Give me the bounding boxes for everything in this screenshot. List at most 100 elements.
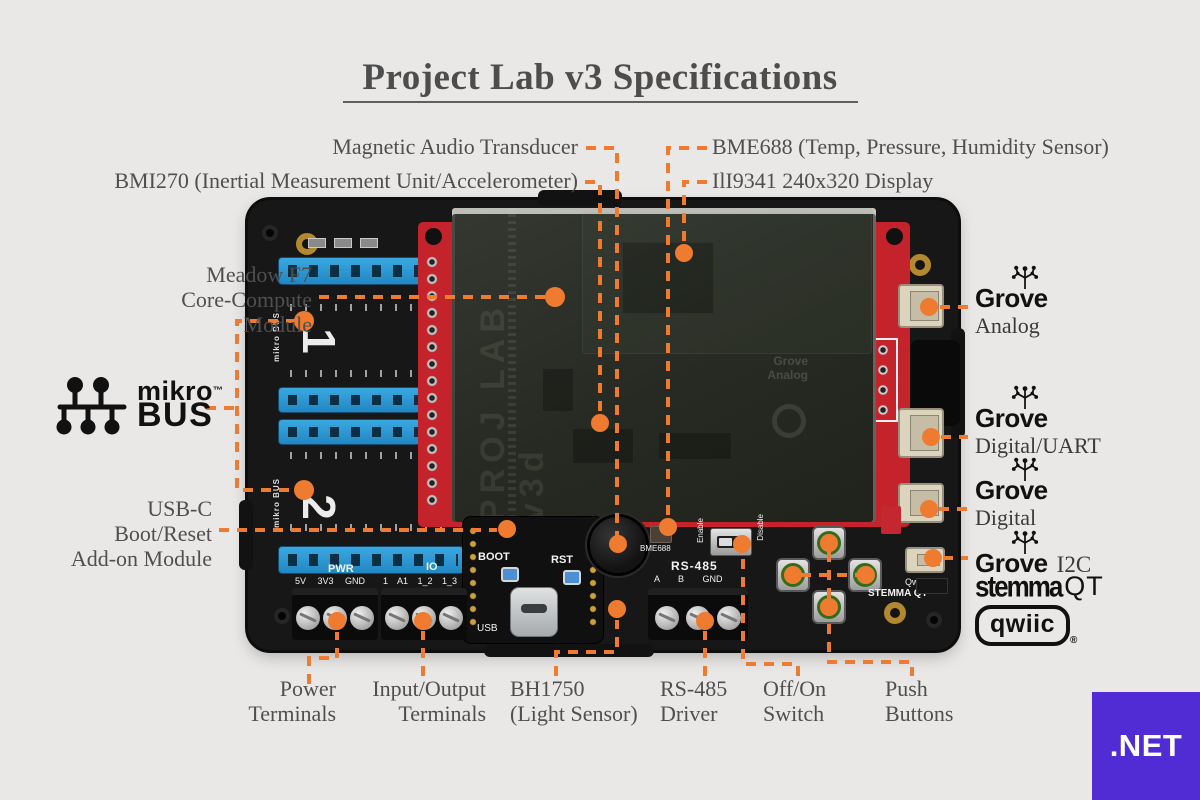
usb-label: USB [477,623,498,634]
grove-analog-connector [898,284,944,328]
terminal-screw [349,605,374,630]
switch-knob [719,538,732,546]
terminal-screw [717,605,742,630]
callout-bme688: BME688 (Temp, Pressure, Humidity Sensor) [712,134,1109,159]
boot-button [501,567,519,582]
enable-label: Enable [696,518,705,543]
callout-meadow-f7: Meadow F7 Core-Compute Module [181,262,312,337]
board-left-tab [239,500,253,570]
rs485-pin-labels: A B GND [654,574,723,584]
chip-ghost [572,428,634,464]
push-button-left [776,558,810,592]
dotnet-logo: .NET [1092,692,1200,800]
display-hole [425,228,442,245]
smd-resistor [360,238,378,248]
mounting-hole [926,612,942,628]
mikro-text: mikro [137,376,214,406]
smd-resistor [308,238,326,248]
bus-text: BUS [137,396,214,435]
grove-molecule-icon [1011,385,1039,409]
boot-label: BOOT [478,551,510,563]
mikrobus2-header-bottom [278,546,464,574]
chip-ghost [658,432,732,460]
board-bottom-tab [484,644,654,657]
pwr-pin-labels: 5V 3V3 GND [295,576,366,586]
castellated-pads [588,525,598,631]
io-label: IO [426,561,438,573]
pin-labels-silkscreen [290,370,454,377]
grove-wordmark: Grove [975,548,1048,578]
title-underline [343,101,858,103]
qwiic-logo: qwiic® [975,605,1077,646]
mounting-hole [262,225,278,241]
rst-label: RST [551,554,573,566]
push-button-down [812,590,846,624]
grove-digital-connector [898,483,944,523]
rs485-label: RS-485 [671,559,718,573]
callout-bh1750: BH1750 (Light Sensor) [510,676,638,726]
qt-wordmark: QT [1064,571,1104,601]
grove-analog-sublabel: Analog [975,313,1040,338]
chip-ghost [622,242,714,314]
grove-molecule-icon [1011,265,1039,289]
disable-label: Disable [756,514,765,541]
usbc-addon-module: BOOT RST USB [462,516,604,644]
grove-wordmark: Grove [975,283,1048,313]
usbc-port-slot [521,604,547,613]
standoff-screw [884,602,906,624]
io-pin-labels: 1 A1 1_2 1_3 [383,576,458,586]
stemma-qt-jst-connector [916,578,948,594]
callout-grove-i2c: Grove I2C [975,530,1092,578]
terminal-screw [385,605,410,630]
grove-digital-uart-sublabel: Digital/UART [975,433,1101,458]
callout-push-buttons: Push Buttons [885,676,954,726]
push-button-up [812,526,846,560]
grove-digital-sublabel: Digital [975,505,1037,530]
callout-grove-digital-uart: Grove Digital/UART [975,385,1101,459]
usbc-port [510,587,558,637]
bme688-label: BME688 [640,544,671,553]
page-title: Project Lab v3 Specifications [362,57,838,98]
callout-rs485-driver: RS-485 Driver [660,676,728,726]
mounting-hole [274,608,290,624]
grove-molecule-icon [1011,457,1039,481]
registered-mark: ® [1070,635,1078,646]
flex-cable-ghost [508,208,516,518]
grove-digital-uart-connector [898,408,944,458]
callout-grove-analog: Grove Analog [975,265,1048,339]
grove-i2c-sublabel: I2C [1056,552,1092,577]
qwiic-wordmark: qwiic [975,605,1071,646]
pin-labels-silkscreen [290,524,454,531]
terminal-screw [685,605,710,630]
smd-resistor [334,238,352,248]
grove-i2c-connector [905,547,945,573]
callout-off-on-switch: Off/On Switch [763,676,827,726]
callout-magnetic-audio-transducer: Magnetic Audio Transducer [332,134,578,159]
socket-2-numeral: 2 [292,494,345,520]
standoff-screw [909,254,931,276]
reset-button [563,570,581,585]
io-terminal-block [381,588,467,640]
chip-ghost [542,368,574,412]
mikrobus-logo: mikro™ BUS [56,374,223,436]
callout-power-terminals: Power Terminals [248,676,336,726]
push-button-right [848,558,882,592]
stemma-wordmark: stemma [975,568,1063,604]
bme688-sensor [650,526,672,543]
mikrobus-icon [56,377,127,435]
on-off-switch [710,528,752,556]
pin-labels-silkscreen [290,304,454,311]
display-hole [886,228,903,245]
display-pin-header [425,254,440,512]
magnetic-audio-transducer [590,517,646,573]
rs485-terminal-block [648,588,748,640]
project-lab-board-photo: 1 2 mikro BUS mikro BUS PROJ LAB v3d Gro… [239,190,965,657]
terminal-screw [322,605,347,630]
terminal-screw [654,605,679,630]
mikro-tm: ™ [213,385,224,397]
pad-ring-ghost [772,404,806,438]
